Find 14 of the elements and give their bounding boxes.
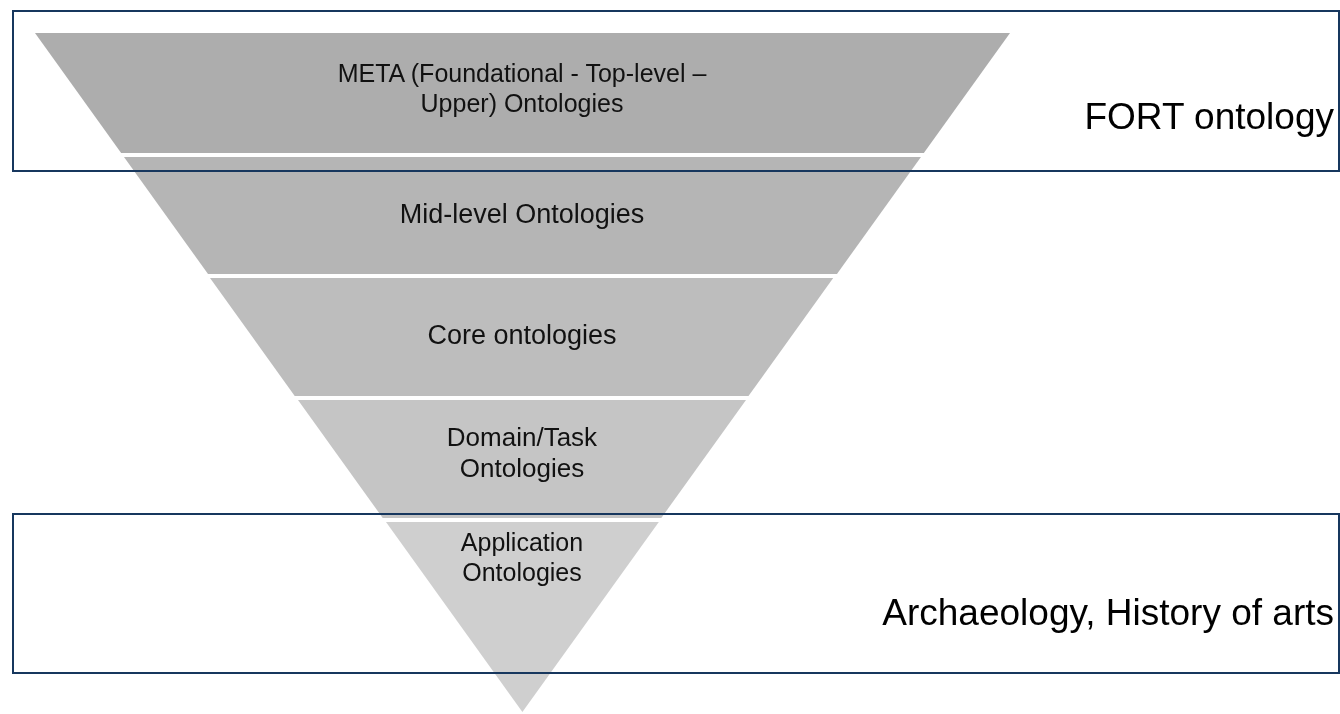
ontology-level-band bbox=[123, 157, 921, 274]
scope-frame bbox=[12, 10, 1340, 172]
level-label: Application Ontologies bbox=[459, 528, 585, 587]
ontology-level-band bbox=[298, 400, 746, 518]
scope-label: Archaeology, History of arts bbox=[882, 592, 1334, 634]
ontology-level-band bbox=[210, 278, 834, 396]
level-label: Core ontologies bbox=[426, 320, 618, 352]
ontology-level-band bbox=[34, 33, 1010, 153]
scope-label: FORT ontology bbox=[1084, 96, 1334, 138]
ontology-level-band bbox=[385, 522, 659, 712]
level-label: META (Foundational - Top-level – Upper) Ontologies bbox=[336, 59, 708, 118]
level-label: Domain/Task Ontologies bbox=[445, 422, 599, 484]
level-label: Mid-level Ontologies bbox=[398, 199, 646, 231]
scope-frame bbox=[12, 513, 1340, 674]
